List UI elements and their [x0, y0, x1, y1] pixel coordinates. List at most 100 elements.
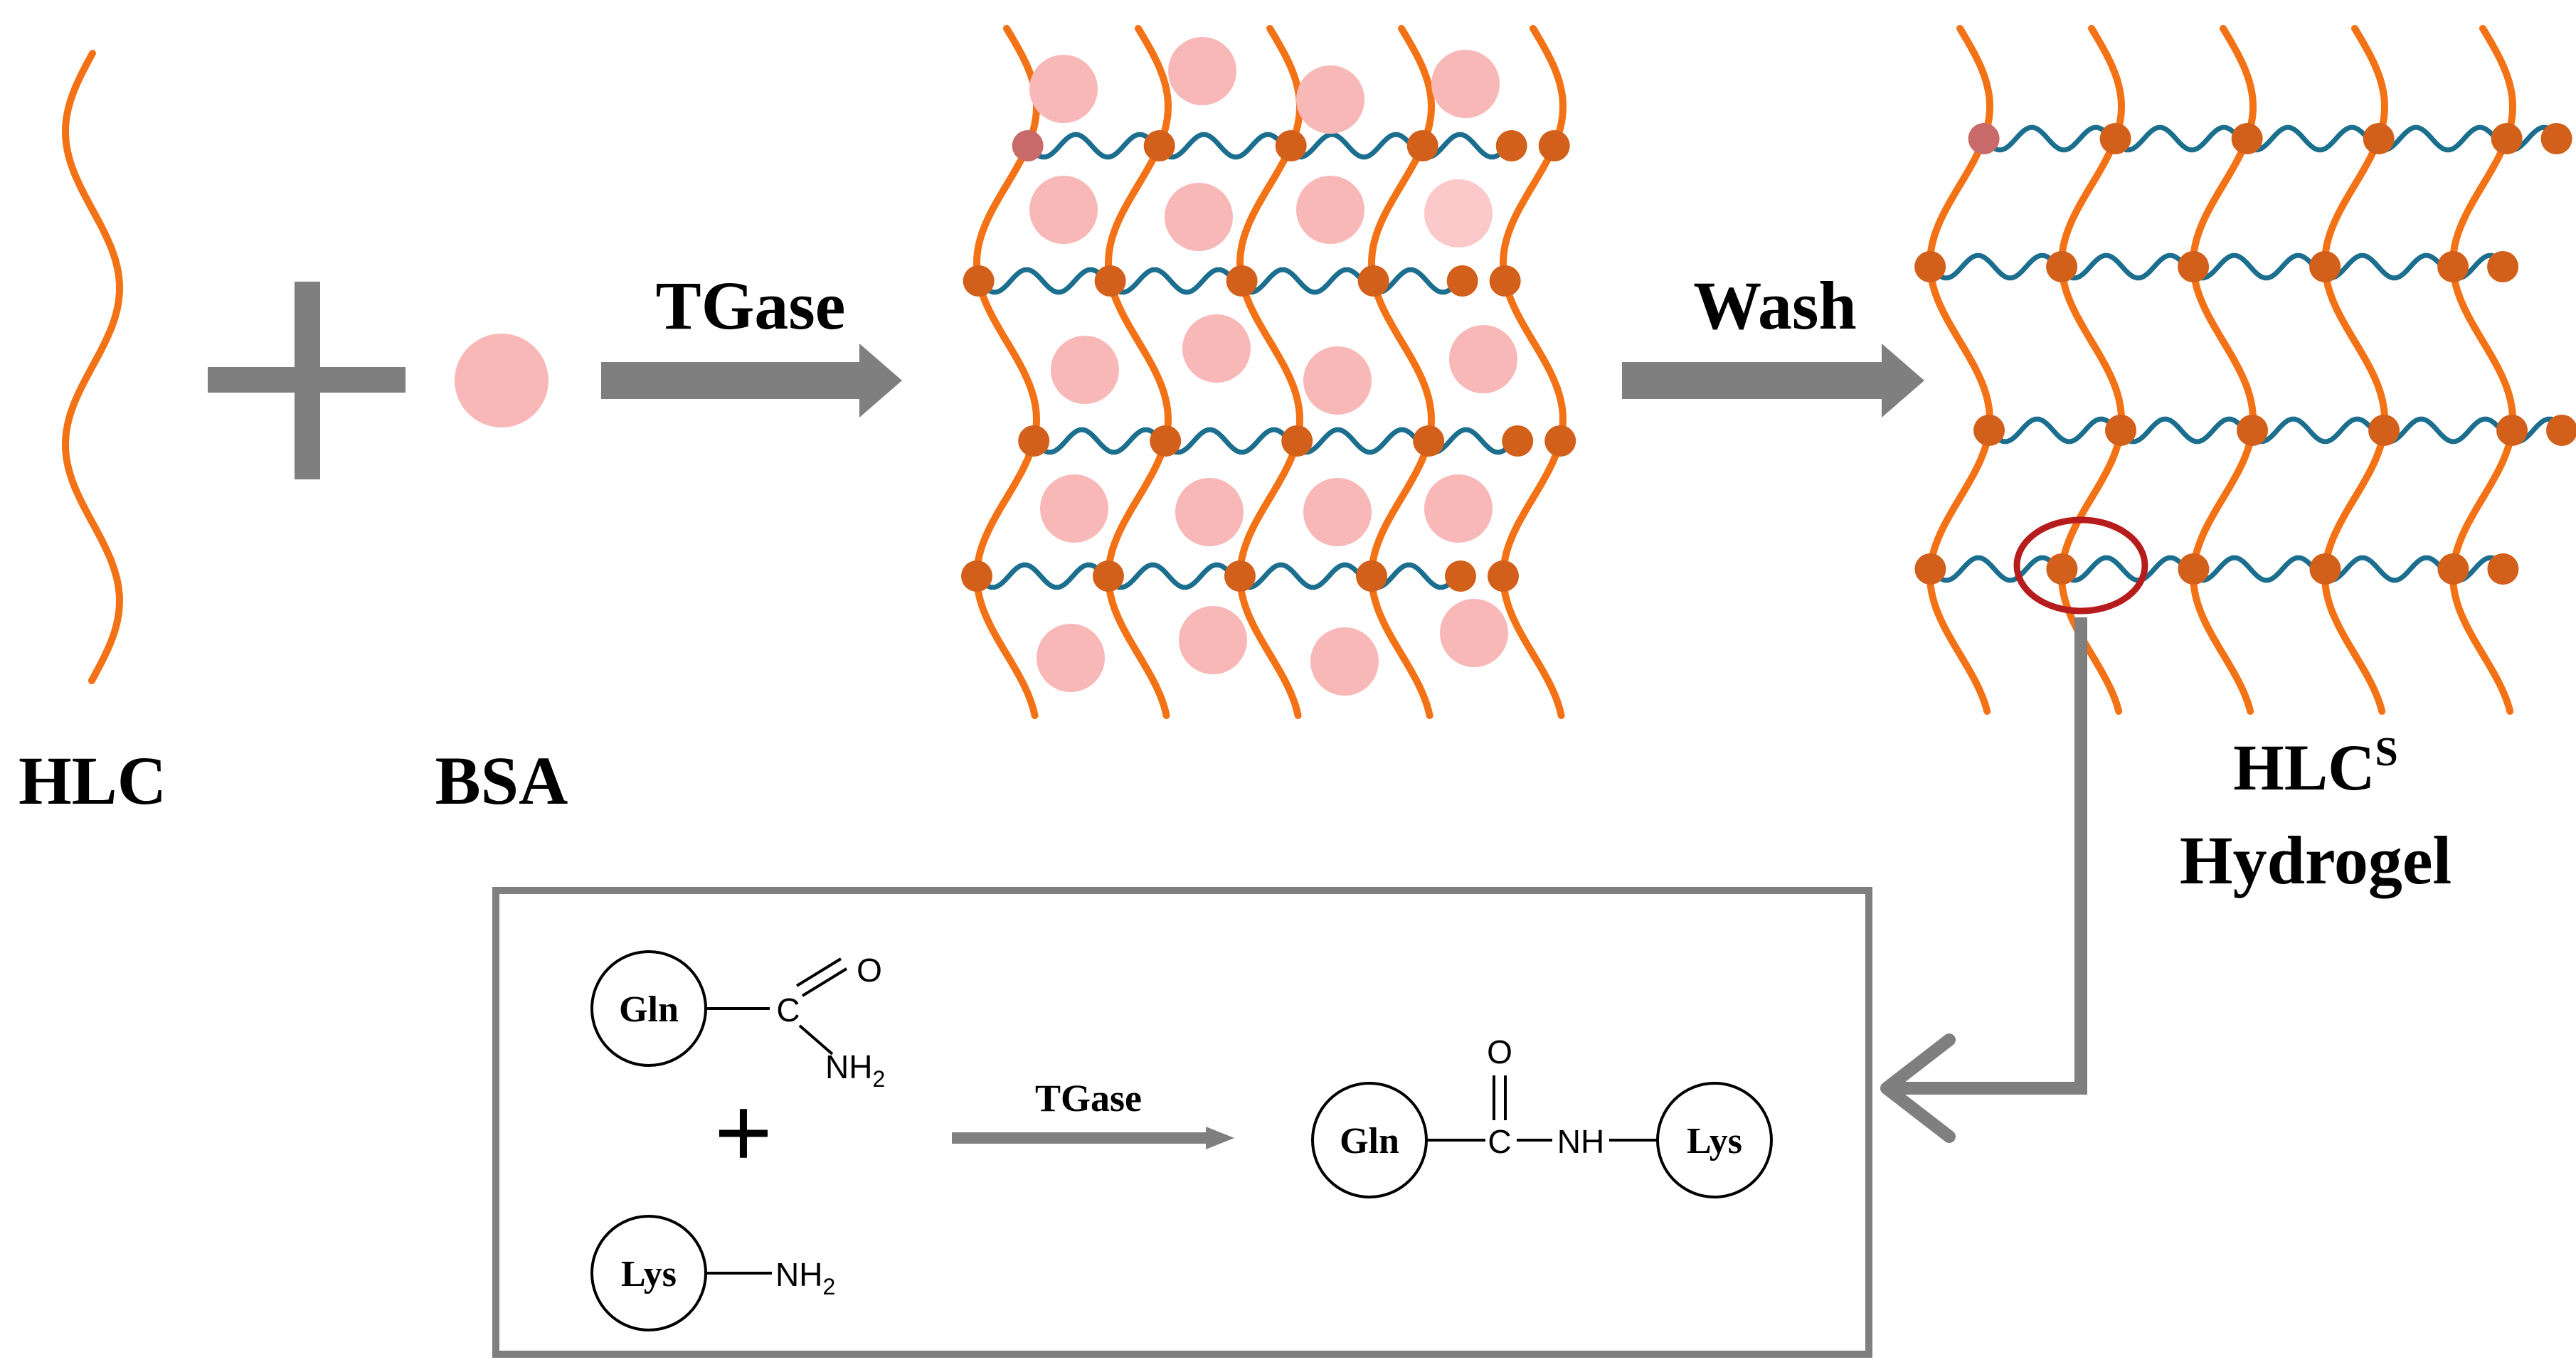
network2-node-3-4: [2368, 415, 2400, 446]
network1-node-1-3: [1275, 130, 1307, 161]
tgase-arrow: [601, 344, 902, 418]
network2-node-3-5: [2496, 415, 2528, 446]
oxygen-label-1: O: [857, 952, 882, 989]
zoom-connector-arrow: [1880, 516, 2148, 1143]
network1-bsa-14: [1175, 478, 1244, 546]
network2-node-3-end: [2546, 415, 2576, 446]
network1-node-3-2: [1150, 425, 1182, 457]
network1-bsa-3: [1296, 65, 1364, 134]
network1-node-1-2: [1143, 130, 1175, 161]
network1-bsa-17: [1037, 624, 1105, 692]
network1-node-2-1: [963, 265, 995, 297]
reaction-tgase-label: TGase: [1035, 1077, 1142, 1120]
network1-node-4-1: [961, 560, 992, 592]
reaction-scheme: Gln C O NH2 + Lys NH2 TGase Gln C O NH L…: [590, 950, 1773, 1331]
network1-crosslink-row-1: [1026, 132, 1515, 160]
network1-bsa-4: [1431, 50, 1500, 118]
network1-bsa-11: [1303, 346, 1372, 415]
gln-label-2: Gln: [1340, 1121, 1399, 1161]
network1-bsa-10: [1182, 314, 1251, 383]
reaction-box: [492, 887, 1872, 1358]
network1-node-3-end: [1502, 425, 1534, 457]
network1-bsa-15: [1303, 478, 1372, 546]
network2-crosslink-row-2: [1928, 252, 2506, 281]
hlc-strand: [61, 50, 124, 684]
network1-bsa-9: [1051, 336, 1119, 404]
plus-vertical-bar: [295, 282, 320, 479]
network1-bsa-12: [1449, 325, 1517, 393]
carbon-label-1: C: [776, 991, 800, 1028]
hlcs-hydrogel-network: [1914, 25, 2576, 715]
network2-node-4-4: [2309, 553, 2341, 585]
network2-node-2-1: [1914, 251, 1946, 282]
tgase-label: TGase: [656, 267, 846, 344]
network2-node-2-3: [2178, 251, 2210, 282]
network1-bsa-2: [1168, 37, 1236, 105]
network1-bsa-13: [1040, 474, 1108, 543]
network2-node-2-2: [2046, 251, 2078, 282]
network1-node-2-2: [1094, 265, 1126, 297]
nh2-label-2: NH2: [775, 1256, 835, 1299]
wash-label: Wash: [1693, 267, 1856, 344]
network2-node-1-end: [2540, 123, 2572, 154]
bsa-label: BSA: [435, 743, 568, 819]
network2-node-4-5: [2437, 553, 2469, 585]
network1-crosslink-row-4: [975, 562, 1463, 590]
lys-label-2: Lys: [1687, 1121, 1742, 1161]
highlight-ellipse: [2013, 516, 2148, 615]
network1-node-4-3: [1224, 560, 1256, 592]
network2-node-4-1: [1914, 553, 1946, 585]
network2-node-3-1: [1973, 415, 2005, 446]
network2-node-3-2: [2105, 415, 2137, 446]
network1-bsa-18: [1179, 606, 1247, 674]
nh-label: NH: [1557, 1123, 1604, 1160]
reaction-plus-sign: +: [714, 1076, 773, 1188]
network1-node-2-5: [1489, 265, 1521, 297]
bsa-sphere: [455, 334, 548, 427]
carbon-label-2: C: [1488, 1123, 1511, 1160]
network2-crosslink-row-1: [1982, 124, 2560, 153]
network1-node-3-1: [1018, 425, 1050, 457]
network2-node-2-end: [2487, 251, 2519, 282]
wash-arrow-shape: [1622, 344, 1924, 418]
network1-bsa-1: [1029, 55, 1098, 123]
network1-bsa-8: [1424, 179, 1493, 248]
network1-node-4-4: [1356, 560, 1387, 592]
hydrogel-label: Hydrogel: [2180, 822, 2452, 898]
network2-node-4-3: [2178, 553, 2210, 585]
network1-bsa-6: [1165, 183, 1233, 251]
reaction-box-frame: [492, 887, 1872, 1358]
network1-bsa-16: [1424, 474, 1493, 543]
network2-node-1-1: [1968, 123, 2000, 154]
network1-node-2-3: [1226, 265, 1258, 297]
network1-node-2-4: [1357, 265, 1389, 297]
network1-node-3-3: [1281, 425, 1313, 457]
lys-label-1: Lys: [621, 1254, 677, 1294]
network1-node-1-end: [1495, 130, 1527, 161]
network1-node-1-5: [1538, 130, 1570, 161]
c-n-bond: [798, 1024, 834, 1055]
network2-crosslink-row-3: [1987, 416, 2565, 445]
gln-label-1: Gln: [619, 989, 679, 1030]
network1-bsa-7: [1296, 176, 1364, 244]
network1-node-3-4: [1413, 425, 1445, 457]
c-o-double-bond-a: [801, 967, 848, 997]
hlcs-label: HLCS: [2233, 728, 2398, 804]
oxygen-label-2: O: [1487, 1033, 1512, 1070]
network1-node-4-2: [1093, 560, 1124, 592]
network1-node-3-5: [1544, 425, 1576, 457]
network2-node-1-4: [2363, 123, 2395, 154]
tgase-arrow-shape: [601, 344, 902, 418]
wash-arrow: [1622, 344, 1924, 418]
crosslinked-network-with-bsa: [961, 25, 1576, 719]
c-o-double-bond-b: [795, 957, 842, 987]
network2-node-2-4: [2309, 251, 2341, 282]
network2-crosslink-row-4: [1928, 555, 2506, 583]
network2-node-1-5: [2491, 123, 2523, 154]
network1-node-1-1: [1012, 130, 1044, 161]
reaction-arrow: [952, 1127, 1234, 1149]
network2-node-1-3: [2231, 123, 2263, 154]
network2-node-3-3: [2237, 415, 2269, 446]
hlc-strand-path: [61, 50, 124, 684]
